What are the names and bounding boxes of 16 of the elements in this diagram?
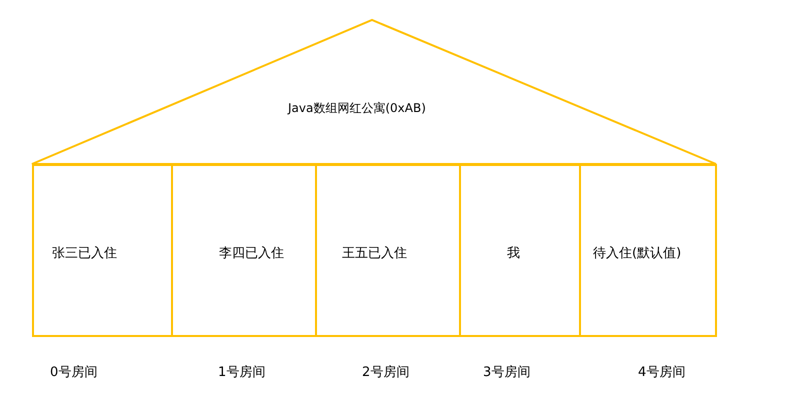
room-occupant-label: 我 [507,245,520,262]
room-occupant-label: 王五已入住 [342,245,407,262]
room-number-label: 0号房间 [50,364,98,381]
room-number-label: 3号房间 [483,364,530,381]
room-box [315,164,461,337]
room-number-label: 2号房间 [362,364,410,381]
room-box [579,164,717,337]
room-number-label: 4号房间 [638,364,686,381]
room-occupant-label: 待入住(默认值) [593,245,682,262]
room-box [171,164,317,337]
building-title: Java数组网红公寓(0xAB) [288,100,426,117]
room-occupant-label: 张三已入住 [52,245,117,262]
room-box [32,164,173,337]
room-box [459,164,581,337]
room-occupant-label: 李四已入住 [219,245,284,262]
room-number-label: 1号房间 [218,364,266,381]
